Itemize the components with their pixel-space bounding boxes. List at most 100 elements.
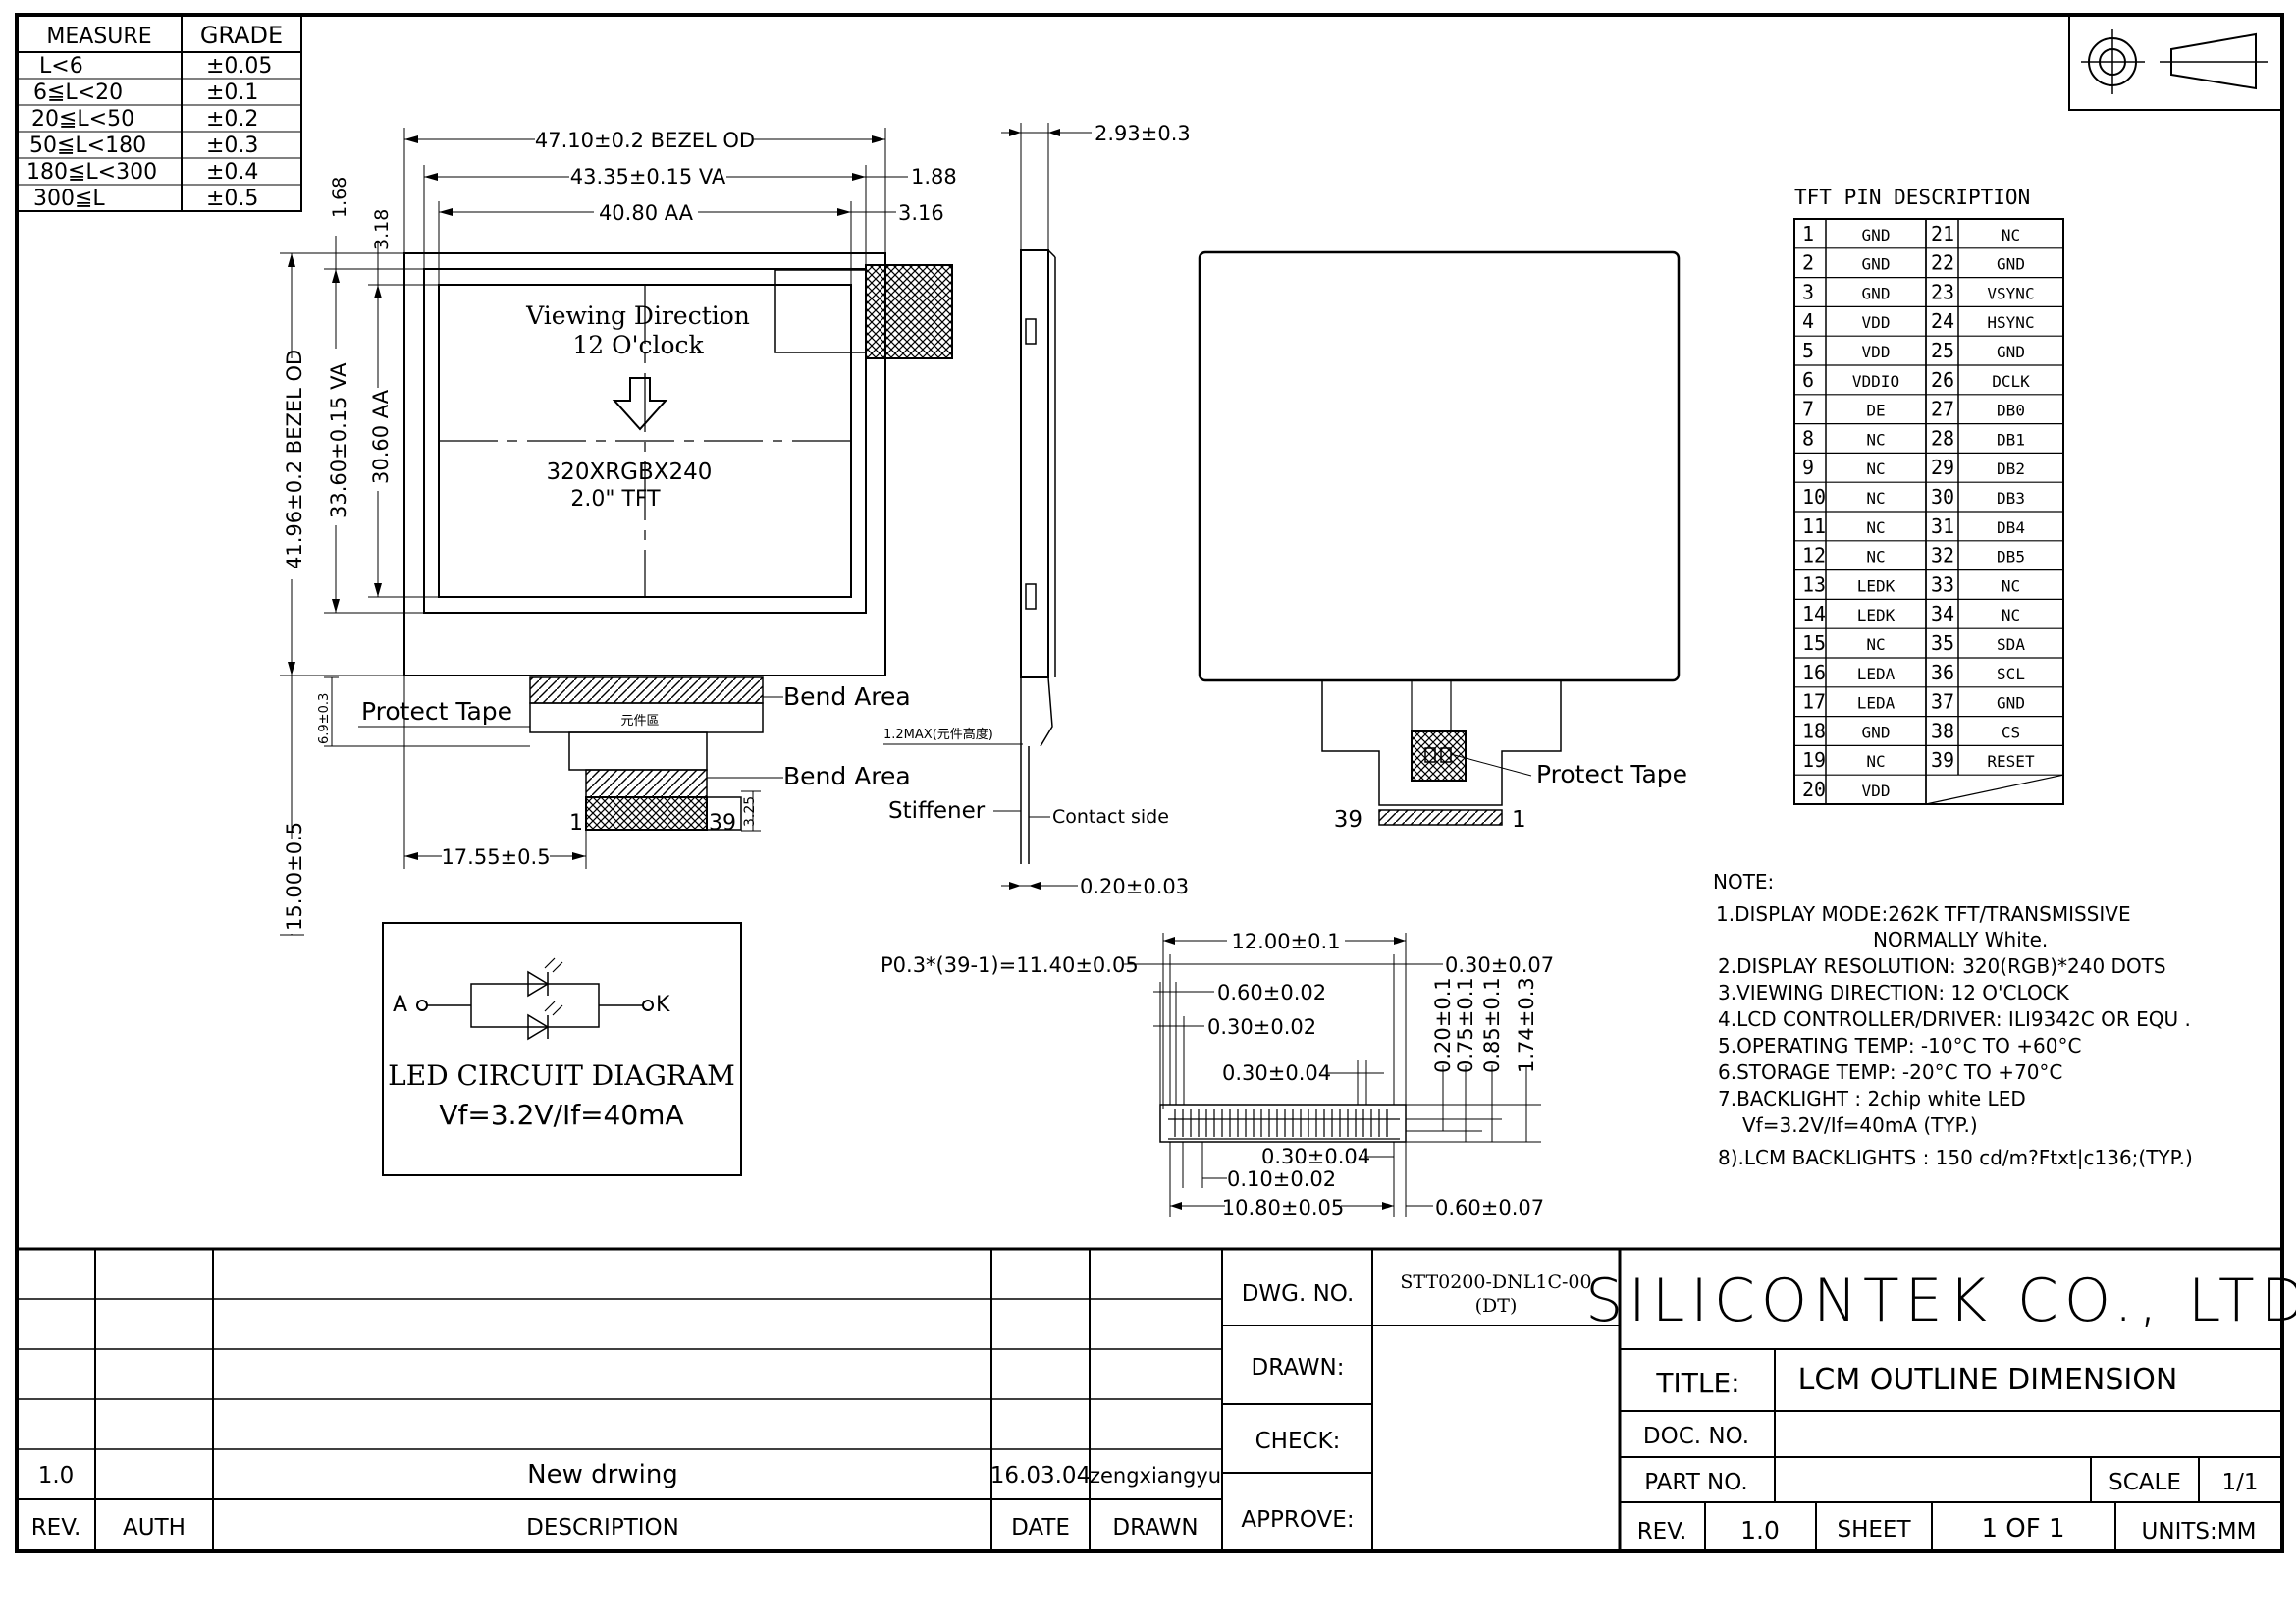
resolution-label: 320XRGBX240	[547, 460, 713, 485]
pin-signal: LEDA	[1857, 665, 1896, 683]
pin-number: 10	[1802, 485, 1826, 509]
pin-signal: NC	[1866, 518, 1885, 537]
approve-label: APPROVE:	[1241, 1507, 1354, 1533]
auth-header: AUTH	[123, 1515, 186, 1541]
pin-last-label: 39	[709, 811, 736, 836]
pin-number: 25	[1931, 339, 1954, 362]
dim-0-30-002: 0.30±0.02	[1207, 1015, 1316, 1039]
rev-header: REV.	[31, 1515, 81, 1541]
pin-number: 9	[1802, 456, 1814, 479]
dim-pitch: P0.3*(39-1)=11.40±0.05	[881, 953, 1139, 977]
pin-number: 23	[1931, 280, 1954, 303]
note-line: 1.DISPLAY MODE:262K TFT/TRANSMISSIVE	[1716, 902, 2131, 926]
pin-signal: LEDK	[1857, 576, 1896, 595]
pin-number: 39	[1931, 748, 1954, 772]
dim-0-60-b: 0.60±0.07	[1435, 1196, 1544, 1219]
title-block: 1.0 New drwing 16.03.04 zengxiangyu REV.…	[17, 1247, 2296, 1551]
tol-measure: 50≦L<180	[29, 134, 146, 158]
date-header: DATE	[1011, 1515, 1070, 1541]
pin-signal: NC	[1866, 460, 1885, 478]
pin-signal: SCL	[1997, 665, 2025, 683]
pin-signal: DB2	[1997, 460, 2025, 478]
tol-grade: ±0.1	[206, 81, 258, 105]
pin-signal: CS	[2002, 723, 2020, 741]
pin-signal: DB3	[1997, 489, 2025, 508]
rev-value: 1.0	[1740, 1516, 1780, 1544]
pin-number: 14	[1802, 602, 1826, 625]
notes: NOTE: 1.DISPLAY MODE:262K TFT/TRANSMISSI…	[1713, 870, 2193, 1169]
revision-rev: 1.0	[38, 1463, 75, 1488]
dim-0-60: 0.60±0.02	[1217, 981, 1326, 1004]
pin-number: 28	[1931, 426, 1954, 450]
pin-signal: NC	[2002, 576, 2020, 595]
pin-number: 30	[1931, 485, 1954, 509]
revision-description: New drwing	[527, 1460, 678, 1489]
pin-table-empty-mark	[1925, 774, 2064, 805]
projection-symbol-icon	[2068, 14, 2283, 111]
pin-number: 12	[1802, 544, 1826, 568]
pin-number: 37	[1931, 690, 1954, 714]
cathode-label: K	[656, 993, 670, 1017]
rev-label: REV.	[1637, 1519, 1687, 1544]
pin-signal: DB5	[1997, 548, 2025, 567]
stiffener-label: Stiffener	[888, 798, 986, 824]
pin-signal: LEDA	[1857, 694, 1896, 713]
pin-signal: HSYNC	[1987, 313, 2034, 332]
pin-signal: GND	[1862, 255, 1891, 274]
revision-drawn: zengxiangyu	[1090, 1464, 1221, 1488]
pin-number: 33	[1931, 572, 1954, 596]
dim-aa-width: 40.80 AA	[599, 201, 694, 225]
pin-signal: DB1	[1997, 430, 2025, 449]
pin-number: 2	[1802, 251, 1814, 275]
drawn-header: DRAWN	[1112, 1515, 1198, 1541]
pin-number: 32	[1931, 544, 1954, 568]
max-height-label: 1.2MAX(元件高度)	[883, 727, 993, 742]
note-line: 6.STORAGE TEMP: -20°C TO +70°C	[1718, 1060, 2062, 1084]
led-circuit-spec: Vf=3.2V/If=40mA	[439, 1099, 683, 1131]
dim-0-30-004-bottom: 0.30±0.04	[1261, 1145, 1370, 1168]
back-view: Protect Tape 39 1	[1198, 250, 1687, 833]
dim-va-width: 43.35±0.15 VA	[570, 165, 726, 189]
pin-signal: DB0	[1997, 402, 2025, 420]
dim-bezel-od-width: 47.10±0.2 BEZEL OD	[535, 129, 755, 152]
title-label: TITLE:	[1655, 1367, 1739, 1399]
pin-number: 17	[1802, 690, 1826, 714]
led-icon	[527, 970, 550, 998]
contact-side-label: Contact side	[1052, 806, 1169, 828]
pin-number: 38	[1931, 719, 1954, 742]
tol-measure: 6≦L<20	[33, 81, 123, 105]
pin-signal: NC	[1866, 430, 1885, 449]
pin-last-label: 39	[1334, 807, 1362, 833]
pin-number: 13	[1802, 572, 1826, 596]
dwg-no-value: STT0200-DNL1C-00	[1400, 1271, 1591, 1293]
pin-number: 26	[1931, 368, 1954, 392]
pin-number: 15	[1802, 631, 1826, 655]
pin-number: 36	[1931, 661, 1954, 684]
title-value: LCM OUTLINE DIMENSION	[1798, 1363, 2178, 1397]
dim-1-68: 1.68	[329, 177, 350, 218]
tol-grade: ±0.2	[206, 107, 258, 132]
pin-number: 6	[1802, 368, 1814, 392]
connector-detail: 12.00±0.1 P0.3*(39-1)=11.40±0.05 0.30±0.…	[881, 928, 1554, 1219]
pin-number: 31	[1931, 514, 1954, 538]
dim-1-88: 1.88	[911, 165, 957, 189]
protect-tape-label: Protect Tape	[1536, 760, 1687, 788]
tol-measure: 300≦L	[33, 187, 105, 211]
sheet-value: 1 OF 1	[1981, 1514, 2064, 1543]
pin-number: 16	[1802, 661, 1826, 684]
pin-number: 11	[1802, 514, 1826, 538]
dim-17-55: 17.55±0.5	[441, 845, 550, 869]
led-icon	[527, 1013, 550, 1041]
dim-3-25: 3.25	[742, 796, 758, 827]
note-line: 7.BACKLIGHT : 2chip white LED	[1718, 1087, 2026, 1110]
pin-number: 19	[1802, 748, 1826, 772]
pin-signal: NC	[1866, 635, 1885, 654]
note-line: 3.VIEWING DIRECTION: 12 O'CLOCK	[1718, 981, 2070, 1004]
pin-signal: VSYNC	[1987, 284, 2034, 302]
drawn-label: DRAWN:	[1252, 1355, 1345, 1380]
pin-number: 18	[1802, 719, 1826, 742]
sheet-border	[15, 13, 2284, 1553]
note-line: 2.DISPLAY RESOLUTION: 320(RGB)*240 DOTS	[1718, 954, 2166, 978]
